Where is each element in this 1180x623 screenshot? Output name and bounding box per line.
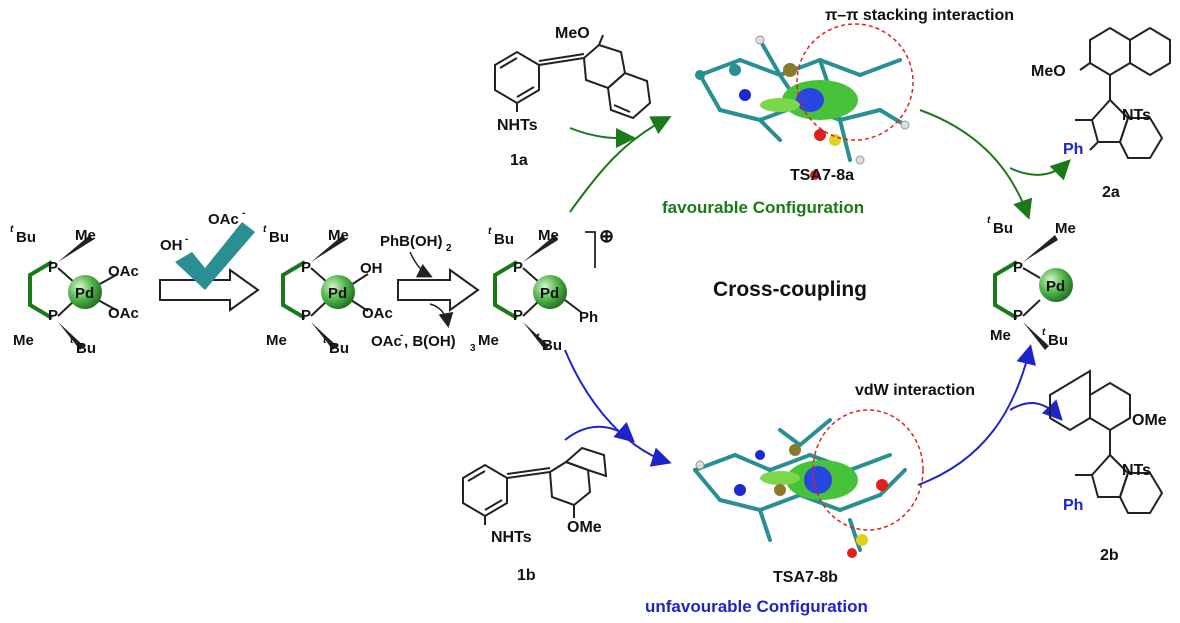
pd-label: Pd: [1046, 278, 1065, 295]
pd-label: Pd: [540, 285, 559, 302]
pd-oac2-complex: Pd P P t Bu Me Me t Bu OAc OAc: [10, 224, 139, 357]
transition-state-b-model: [693, 409, 924, 558]
ligand-exchange-arrow: OH - OAc -: [159, 208, 260, 312]
me-label: Me: [1055, 220, 1076, 237]
tbu-label: Bu: [269, 229, 289, 246]
me-label: Me: [266, 332, 287, 349]
compound-2b-label: 2b: [1100, 547, 1119, 564]
oh-label: OH: [360, 260, 383, 277]
pd-label: Pd: [75, 285, 94, 302]
plus-charge: ⊕: [599, 226, 614, 246]
t-sup: t: [987, 215, 991, 226]
ph-label: Ph: [1063, 141, 1083, 158]
oac-label: OAc: [108, 305, 139, 322]
me-label: Me: [478, 332, 499, 349]
nts-label: NTs: [1122, 462, 1151, 479]
favourable-label: favourable Configuration: [662, 198, 864, 217]
tbu-label: Bu: [329, 340, 349, 357]
t-sup: t: [1042, 327, 1046, 338]
pd-label: Pd: [328, 285, 347, 302]
p-label: P: [513, 259, 523, 276]
pd-atom: [321, 275, 355, 309]
substrate-1b: [462, 446, 608, 525]
meo-label: MeO: [555, 25, 590, 42]
phboh-reagent: PhB(OH): [380, 233, 443, 250]
product-2b: [1049, 369, 1164, 514]
arrow-green-product: [1009, 159, 1071, 181]
ph-label: Ph: [579, 309, 598, 326]
nhts-label: NHTs: [491, 529, 532, 546]
subscript: 2: [446, 243, 452, 254]
transmetalation-arrow: PhB(OH) 2 OAc - , B(OH) 3: [371, 233, 480, 354]
oac-label: OAc: [108, 263, 139, 280]
me-label: Me: [990, 327, 1011, 344]
t-sup: t: [70, 335, 74, 346]
compound-2a-label: 2a: [1102, 184, 1120, 201]
pd-atom: [68, 275, 102, 309]
t-sup: t: [263, 224, 267, 235]
t-sup: t: [488, 226, 492, 237]
p-label: P: [301, 259, 311, 276]
p-label: P: [301, 307, 311, 324]
me-label: Me: [75, 227, 96, 244]
pd-zero-complex: Pd P P t Bu Me Me t Bu: [987, 215, 1076, 350]
ts-a-label: TSA7-8a: [790, 167, 854, 184]
t-sup: t: [323, 335, 327, 346]
t-sup: t: [10, 224, 14, 235]
tbu-label: Bu: [16, 229, 36, 246]
ome-label: OMe: [1132, 412, 1167, 429]
subscript: 3: [470, 343, 476, 354]
byproduct-oac: OAc: [371, 333, 402, 350]
compound-1b-label: 1b: [517, 567, 536, 584]
pi-stacking-label: π–π stacking interaction: [825, 7, 1014, 24]
arrow-green-1: [569, 116, 672, 213]
arrow-green-substrate: [569, 127, 636, 149]
pd-atom: [533, 275, 567, 309]
tbu-label: Bu: [993, 220, 1013, 237]
oac-label: OAc: [362, 305, 393, 322]
p-label: P: [1013, 259, 1023, 276]
me-label: Me: [328, 227, 349, 244]
arrow-blue-product: [1009, 399, 1063, 421]
pd-phenyl-cation: Pd P P t Bu Me Me t Bu Ph ⊕: [478, 226, 614, 354]
oh-reagent: OH: [160, 237, 183, 254]
arrow-blue-substrate: [564, 421, 636, 443]
cross-coupling-label: Cross-coupling: [713, 278, 867, 301]
vdw-label: vdW interaction: [855, 382, 975, 399]
nhts-label: NHTs: [497, 117, 538, 134]
tbu-label: Bu: [494, 231, 514, 248]
oac-leaving: OAc: [208, 211, 239, 228]
neg-charge: -: [242, 208, 245, 219]
pd-atom: [1039, 268, 1073, 302]
p-label: P: [513, 307, 523, 324]
transition-state-a-model: [695, 23, 914, 180]
tbu-label: Bu: [76, 340, 96, 357]
pd-oh-oac-complex: Pd P P t Bu Me Me t Bu OH OAc: [263, 224, 393, 357]
neg-charge: -: [400, 330, 403, 341]
compound-1a-label: 1a: [510, 152, 528, 169]
ph-label: Ph: [1063, 497, 1083, 514]
arrow-blue-1: [564, 349, 672, 467]
ome-label: OMe: [567, 519, 602, 536]
unfavourable-label: unfavourable Configuration: [645, 597, 868, 616]
me-label: Me: [538, 227, 559, 244]
nts-label: NTs: [1122, 107, 1151, 124]
tbu-label: Bu: [1048, 332, 1068, 349]
me-label: Me: [13, 332, 34, 349]
p-label: P: [1013, 307, 1023, 324]
substrate-1a: [494, 34, 652, 120]
neg-charge: -: [185, 234, 188, 245]
p-label-bottom: P: [48, 307, 58, 324]
arrow-blue-2: [917, 344, 1036, 486]
product-2a: [1075, 26, 1171, 159]
ts-b-label: TSA7-8b: [773, 569, 838, 586]
byproduct-boh: , B(OH): [404, 333, 456, 350]
tbu-label: Bu: [542, 337, 562, 354]
arrow-green-2: [919, 109, 1033, 220]
t-sup: t: [536, 332, 540, 343]
p-label-top: P: [48, 259, 58, 276]
checkmark-icon: [175, 222, 255, 290]
meo-label: MeO: [1031, 63, 1066, 80]
